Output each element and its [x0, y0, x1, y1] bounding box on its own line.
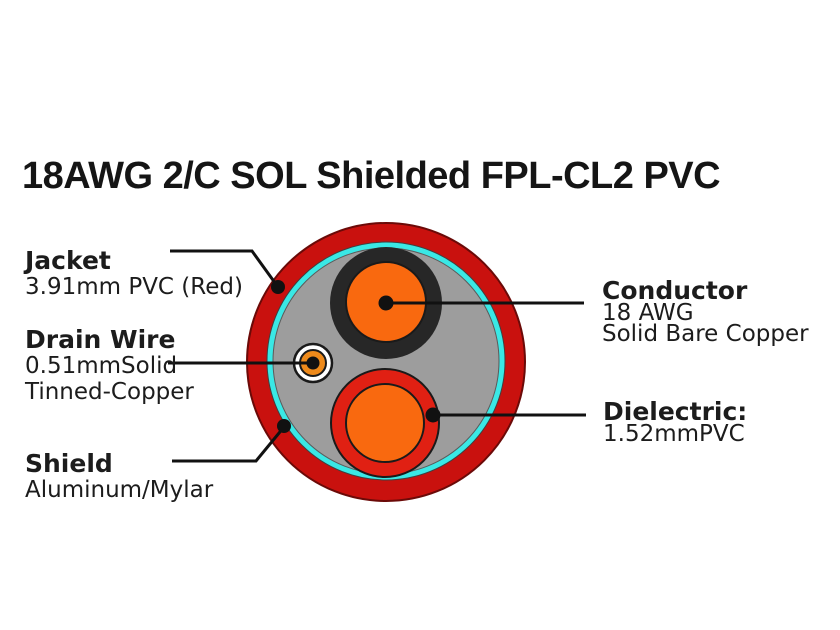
drain-wire-leader-dot [306, 356, 320, 370]
page-title: 18AWG 2/C SOL Shielded FPL-CL2 PVC [22, 155, 721, 197]
jacket-label-title: Jacket [25, 246, 111, 275]
jacket-leader-line [170, 249, 280, 288]
conductor-label-detail: Solid Bare Copper [602, 321, 809, 347]
drain-wire-label-title: Drain Wire [25, 325, 176, 354]
jacket-leader-dot [271, 280, 285, 294]
drain-wire-label: Drain Wire 0.51mmSolid Tinned-Copper [25, 325, 194, 406]
conductor-label-detail: 18 AWG [602, 300, 694, 326]
jacket-label: Jacket 3.91mm PVC (Red) [25, 246, 243, 301]
dielectric-leader-dot [425, 407, 441, 423]
conductor-label: Conductor 18 AWG Solid Bare Copper [602, 276, 809, 347]
conductor-leader-dot [378, 295, 394, 311]
dielectric-label: Dielectric: 1.52mmPVC [603, 397, 748, 447]
bottom-conductor-copper [345, 383, 425, 463]
shield-label-detail: Aluminum/Mylar [25, 477, 214, 503]
shield-label: Shield Aluminum/Mylar [25, 449, 214, 504]
shield-leader-dot [277, 419, 291, 433]
drain-wire-label-detail: 0.51mmSolid [25, 353, 178, 379]
shield-leader-line [172, 426, 286, 463]
jacket-label-detail: 3.91mm PVC (Red) [25, 274, 243, 300]
conductor-label-title: Conductor [602, 276, 748, 305]
dielectric-label-detail: 1.52mmPVC [603, 421, 745, 447]
shield-label-title: Shield [25, 449, 113, 478]
dielectric-label-title: Dielectric: [603, 397, 748, 426]
drain-wire-label-detail: Tinned-Copper [25, 379, 194, 405]
